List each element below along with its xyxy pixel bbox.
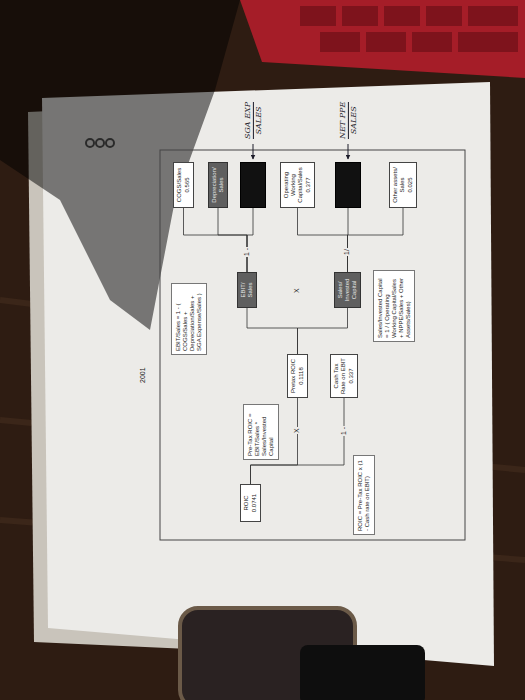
box-text: Sales/ Invested Capital — [337, 275, 358, 305]
keyboard — [240, 0, 525, 78]
key — [426, 6, 462, 26]
handwritten-note: SGA EXPSALES — [242, 100, 264, 141]
operator-label: 1/ — [343, 248, 351, 256]
value-box: Pretax ROIC0.1118 — [287, 354, 308, 398]
key — [458, 32, 518, 52]
phone — [300, 645, 425, 700]
box-text: 0.565 — [184, 165, 191, 205]
tree-connector — [247, 308, 298, 354]
operator-label: 1 - — [340, 426, 348, 436]
operator-label: X — [293, 287, 301, 294]
box-text: Operating Working Capital/Sales — [283, 165, 304, 205]
formula-box: Sales/Invested Capital = 1 / ( Operating… — [373, 270, 415, 342]
shaded-box: EBIT/ Sales — [237, 272, 257, 308]
box-text: 0.1118 — [298, 357, 305, 395]
box-text: EBIT/Sales = 1 - ( COGS/Sales + Deprecia… — [175, 287, 203, 351]
tree-connector — [348, 208, 404, 272]
handwritten-text: SALES — [253, 102, 264, 139]
box-text: Cash Tax Rate on EBIT — [333, 357, 347, 395]
operator-label: X — [293, 427, 301, 434]
handwritten-text: NET PPE — [338, 102, 348, 139]
key — [320, 32, 360, 52]
shaded-box: Depreciation/ Sales — [208, 162, 228, 208]
key — [342, 6, 378, 26]
keyboard-keys — [300, 6, 518, 52]
box-text: Sales/Invested Capital = 1 / ( Operating… — [377, 274, 411, 338]
box-text: COGS/Sales — [176, 165, 183, 205]
box-text: Depreciation/ Sales — [211, 165, 225, 205]
box-text: ROIC = Pre-Tax ROIC x (1 - Cash rate on … — [357, 459, 371, 531]
handwritten-note: NET PPESALES — [337, 100, 359, 141]
key — [412, 32, 452, 52]
handwritten-arrow — [348, 144, 349, 159]
shadow — [0, 0, 240, 330]
formula-box: ROIC = Pre-Tax ROIC x (1 - Cash rate on … — [353, 455, 375, 535]
box-text: 0.337 — [348, 357, 355, 395]
handwritten-text: SGA EXP — [243, 102, 253, 139]
tree-connector — [247, 208, 253, 272]
key — [384, 6, 420, 26]
filled-box: NET PPESALES — [335, 162, 361, 208]
filled-box: SGA EXPSALES — [240, 162, 266, 208]
box-text: 0.0741 — [251, 487, 258, 519]
value-box: ROIC0.0741 — [240, 484, 261, 522]
tree-connector — [298, 308, 348, 354]
operator-label: 1 - — [243, 247, 251, 257]
handwritten-arrow — [253, 144, 254, 159]
box-text: 0.025 — [407, 165, 414, 205]
value-box: COGS/Sales0.565 — [173, 162, 194, 208]
tree-connector — [184, 208, 248, 272]
key — [366, 32, 406, 52]
tree-connector — [218, 208, 247, 272]
box-text: Other assets/ Sales — [392, 165, 406, 205]
box-text: Pretax ROIC — [290, 357, 297, 395]
key — [468, 6, 518, 26]
value-box: Cash Tax Rate on EBIT0.337 — [330, 354, 358, 398]
box-text: 0.377 — [305, 165, 312, 205]
value-box: Other assets/ Sales0.025 — [389, 162, 417, 208]
box-text: EBIT/ Sales — [240, 275, 254, 305]
value-box: Operating Working Capital/Sales0.377 — [280, 162, 315, 208]
diagram-frame — [160, 150, 465, 540]
shaded-box: Sales/ Invested Capital — [334, 272, 361, 308]
box-text: Pre-Tax ROIC = EBIT/Sales * Sales/Invest… — [247, 408, 275, 456]
key — [300, 6, 336, 26]
diagram-page: ROIC0.0741 Pretax ROIC0.1118 Cash Tax Rate… — [35, 85, 490, 660]
formula-box: EBIT/Sales = 1 - ( COGS/Sales + Deprecia… — [171, 283, 207, 355]
box-text: ROIC — [243, 487, 250, 519]
tree-connector — [298, 208, 348, 272]
formula-box: Pre-Tax ROIC = EBIT/Sales * Sales/Invest… — [243, 404, 279, 460]
handwritten-text: SALES — [348, 102, 359, 139]
page-header: 2001 — [139, 366, 147, 384]
